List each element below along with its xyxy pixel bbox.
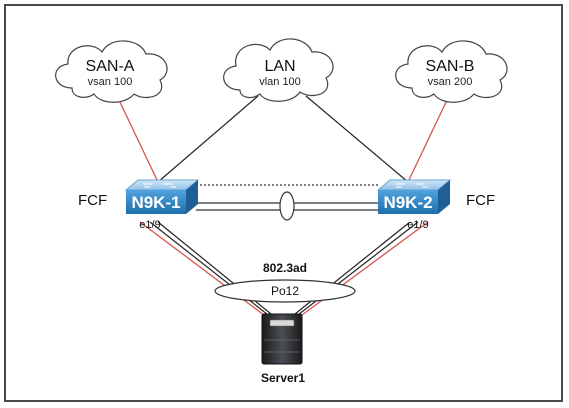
peer-link-bundle bbox=[279, 191, 295, 221]
cloud-san-a-sub: vsan 100 bbox=[88, 76, 133, 88]
switch-n9k-1-port: e1/9 bbox=[139, 219, 160, 231]
link-n9k1-server-fc bbox=[139, 221, 269, 319]
cloud-san-b-sub: vsan 200 bbox=[428, 76, 473, 88]
switch-side bbox=[438, 180, 450, 214]
switch-n9k-1-role: FCF bbox=[78, 192, 107, 209]
cloud-san-b-title: SAN-B bbox=[426, 58, 475, 75]
link-lan-n9k1 bbox=[157, 95, 259, 183]
cloud-shape bbox=[395, 40, 508, 103]
link-n9k2-server-eth-b bbox=[289, 221, 411, 319]
server-body bbox=[261, 313, 303, 365]
switch-side bbox=[186, 180, 198, 214]
cloud-lan-title: LAN bbox=[264, 58, 295, 75]
switch-n9k-1: N9K-1 e1/9 bbox=[124, 179, 200, 231]
cloud-san-a-title: SAN-A bbox=[86, 58, 135, 75]
switch-top bbox=[124, 179, 200, 191]
server-drive-bay bbox=[269, 319, 295, 327]
link-n9k2-server-fc bbox=[297, 221, 429, 319]
cloud-lan: LAN vlan 100 bbox=[223, 38, 334, 102]
link-san-b-n9k2 bbox=[407, 97, 449, 183]
cloud-san-a: SAN-A vsan 100 bbox=[55, 40, 168, 103]
switch-arrows-icon bbox=[395, 183, 428, 188]
link-n9k1-server-eth-a bbox=[149, 221, 273, 319]
switch-n9k-2-role: FCF bbox=[466, 192, 495, 209]
switch-n9k-2: N9K-2 e1/9 bbox=[376, 179, 452, 231]
switch-front bbox=[378, 190, 438, 214]
cloud-shape bbox=[55, 40, 168, 103]
switch-front bbox=[126, 190, 186, 214]
link-n9k2-server-eth-a bbox=[293, 221, 419, 319]
port-channel-po12 bbox=[214, 279, 356, 303]
switch-n9k-2-port: e1/9 bbox=[407, 219, 428, 231]
server-label: Server1 bbox=[261, 371, 305, 385]
cloud-san-b: SAN-B vsan 200 bbox=[395, 40, 508, 103]
link-n9k1-server-eth-b bbox=[157, 221, 277, 319]
switch-arrows-icon bbox=[143, 183, 176, 188]
port-channel-name: Po12 bbox=[271, 284, 299, 298]
switch-n9k-2-label: N9K-2 bbox=[383, 193, 432, 212]
link-san-a-n9k1 bbox=[117, 97, 159, 183]
cloud-lan-sub: vlan 100 bbox=[259, 76, 301, 88]
switch-n9k-1-label: N9K-1 bbox=[131, 193, 180, 212]
port-channel-standard: 802.3ad bbox=[263, 261, 307, 275]
link-lan-n9k2 bbox=[305, 95, 409, 183]
switch-top bbox=[376, 179, 452, 191]
server-icon bbox=[261, 313, 303, 365]
cloud-shape bbox=[223, 38, 334, 102]
